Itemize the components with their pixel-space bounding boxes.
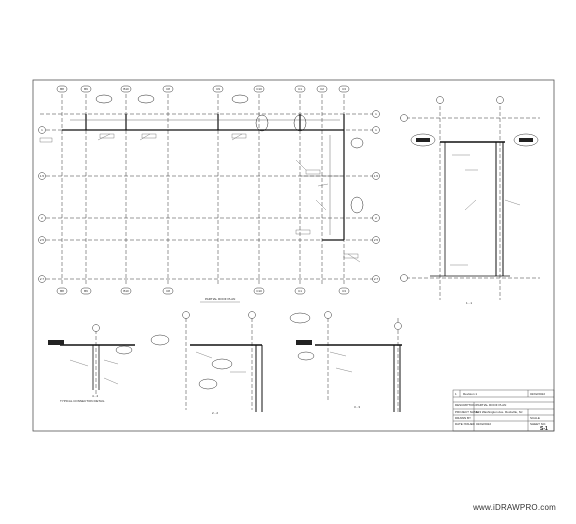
sheet-label: SHEET NO. xyxy=(530,422,546,426)
section-label-2-2: 2 - 2 xyxy=(212,411,218,415)
plan-revision-clouds xyxy=(95,94,364,214)
grid-bubble-bottom: B8 xyxy=(56,287,68,295)
svg-text:C3: C3 xyxy=(342,87,346,91)
svg-text:1: 1 xyxy=(41,128,43,132)
svg-text:C9: C9 xyxy=(216,87,220,91)
section-2-2-bubble-b xyxy=(248,311,256,319)
plan-beams xyxy=(62,114,345,241)
section-label-4-4: 4 - 4 xyxy=(92,394,98,398)
rev-desc: Revision 1 xyxy=(463,392,477,396)
grid-bubble-top: C3 xyxy=(338,85,350,93)
date-value: 02/02/2022 xyxy=(476,422,491,426)
title-block xyxy=(452,389,555,432)
svg-text:B8: B8 xyxy=(60,87,64,91)
typical-detail-title: TYPICAL CONNECTION DETAIL xyxy=(60,399,105,403)
svg-text:2: 2 xyxy=(375,216,377,220)
svg-text:2.7: 2.7 xyxy=(374,277,379,281)
grid-bubble-bottom: B10 xyxy=(120,287,132,295)
svg-text:1: 1 xyxy=(375,128,377,132)
row-bubble-right: 1 xyxy=(372,110,380,118)
row-bubble-right: 2.5 xyxy=(372,236,380,244)
plan-horizontal-grid xyxy=(40,113,378,280)
section-3-3-bubble-a xyxy=(324,311,332,319)
svg-text:C10: C10 xyxy=(256,87,262,91)
svg-text:B10: B10 xyxy=(123,87,129,91)
plan-secondary-framing xyxy=(70,119,344,235)
detail-bubble xyxy=(92,324,100,332)
date-label: DATE ISSUED xyxy=(455,422,476,426)
row-bubble-left: 2.5 xyxy=(38,236,46,244)
sheet-border xyxy=(32,79,555,432)
row-bubble-right: 2 xyxy=(372,214,380,222)
description-label: DESCRIPTION xyxy=(455,403,476,407)
svg-text:2.7: 2.7 xyxy=(40,277,45,281)
row-bubble-right: 1 xyxy=(372,126,380,134)
grid-bubble-top: C8 xyxy=(162,85,174,93)
svg-text:2: 2 xyxy=(41,216,43,220)
grid-bubble-bottom: C3 xyxy=(338,287,350,295)
plan-bottom-bubbles: B8 B9 B10 C8 C10 C1 C3 xyxy=(56,287,350,295)
section-label-3-3: 3 - 3 xyxy=(354,405,360,409)
plan-top-bubbles: B8 B9 B10 C8 C9 C10 C1 C2 C3 xyxy=(56,85,350,93)
row-bubble-left: 2 xyxy=(38,214,46,222)
section-3-3 xyxy=(289,312,402,412)
row-bubble-right: 2.7 xyxy=(372,275,380,283)
svg-text:B9: B9 xyxy=(84,289,88,293)
row-bubble-left: 1 xyxy=(38,126,46,134)
grid-bubble-top: B8 xyxy=(56,85,68,93)
roof-plan xyxy=(39,94,378,286)
grid-bubble-bottom: C10 xyxy=(253,287,265,295)
typical-detail xyxy=(48,330,135,395)
svg-text:C2: C2 xyxy=(320,87,324,91)
svg-text:B9: B9 xyxy=(84,87,88,91)
project-label: PROJECT NAME xyxy=(455,410,478,414)
rev-date: 02/02/2022 xyxy=(530,392,545,396)
row-bubble-left: 2.7 xyxy=(38,275,46,283)
svg-text:2.5: 2.5 xyxy=(374,238,379,242)
watermark-brand: www.iDRAWPRO.com xyxy=(473,503,556,512)
grid-bubble-top: C9 xyxy=(212,85,224,93)
section-2-2 xyxy=(150,318,263,412)
svg-text:B8: B8 xyxy=(60,289,64,293)
svg-text:C1: C1 xyxy=(298,289,302,293)
section-1-1-bubbles xyxy=(400,96,504,282)
drawn-label: DRAWN BY xyxy=(455,416,471,420)
plan-row-bubbles: 1 1.5 2 2.5 2.7 1 1 1.5 2 2.5 2.7 xyxy=(38,110,380,283)
svg-text:C1: C1 xyxy=(298,87,302,91)
grid-bubble-bottom: B9 xyxy=(80,287,92,295)
grid-bubble-bottom: C1 xyxy=(294,287,306,295)
plan-title: PARTIAL ROOF PLAN xyxy=(205,297,235,301)
svg-text:C8: C8 xyxy=(166,289,170,293)
project-value: 123 Washington Ave. Rockville, NJ xyxy=(476,410,523,414)
section-label-1-1: 1 - 1 xyxy=(466,301,472,305)
sheet-number: S-1 xyxy=(540,426,548,432)
svg-text:C8: C8 xyxy=(166,87,170,91)
row-bubble-right: 1.5 xyxy=(372,172,380,180)
svg-text:C10: C10 xyxy=(256,289,262,293)
grid-bubble-top: B10 xyxy=(120,85,132,93)
section-2-2-bubble-a xyxy=(182,311,190,319)
plan-vertical-grid xyxy=(61,94,345,286)
description-value: PARTIAL ROOF PLAN xyxy=(476,403,506,407)
grid-bubble-top: C10 xyxy=(253,85,265,93)
row-bubble-left: 1.5 xyxy=(38,172,46,180)
grid-bubble-top: C2 xyxy=(316,85,328,93)
section-1-1 xyxy=(400,100,540,300)
grid-bubble-bottom: C8 xyxy=(162,287,174,295)
grid-bubble-top: B9 xyxy=(80,85,92,93)
svg-text:1.5: 1.5 xyxy=(374,174,379,178)
grid-bubble-top: C1 xyxy=(294,85,306,93)
plan-leaders xyxy=(97,133,361,263)
svg-text:C3: C3 xyxy=(342,289,346,293)
svg-text:1.5: 1.5 xyxy=(40,174,45,178)
plan-note-boxes xyxy=(39,133,359,259)
svg-text:B10: B10 xyxy=(123,289,129,293)
svg-text:1: 1 xyxy=(375,112,377,116)
rev-no: 1 xyxy=(455,392,457,396)
section-3-3-bubble-b xyxy=(394,322,402,330)
svg-text:2.5: 2.5 xyxy=(40,238,45,242)
scale-label: SCALE xyxy=(530,416,540,420)
